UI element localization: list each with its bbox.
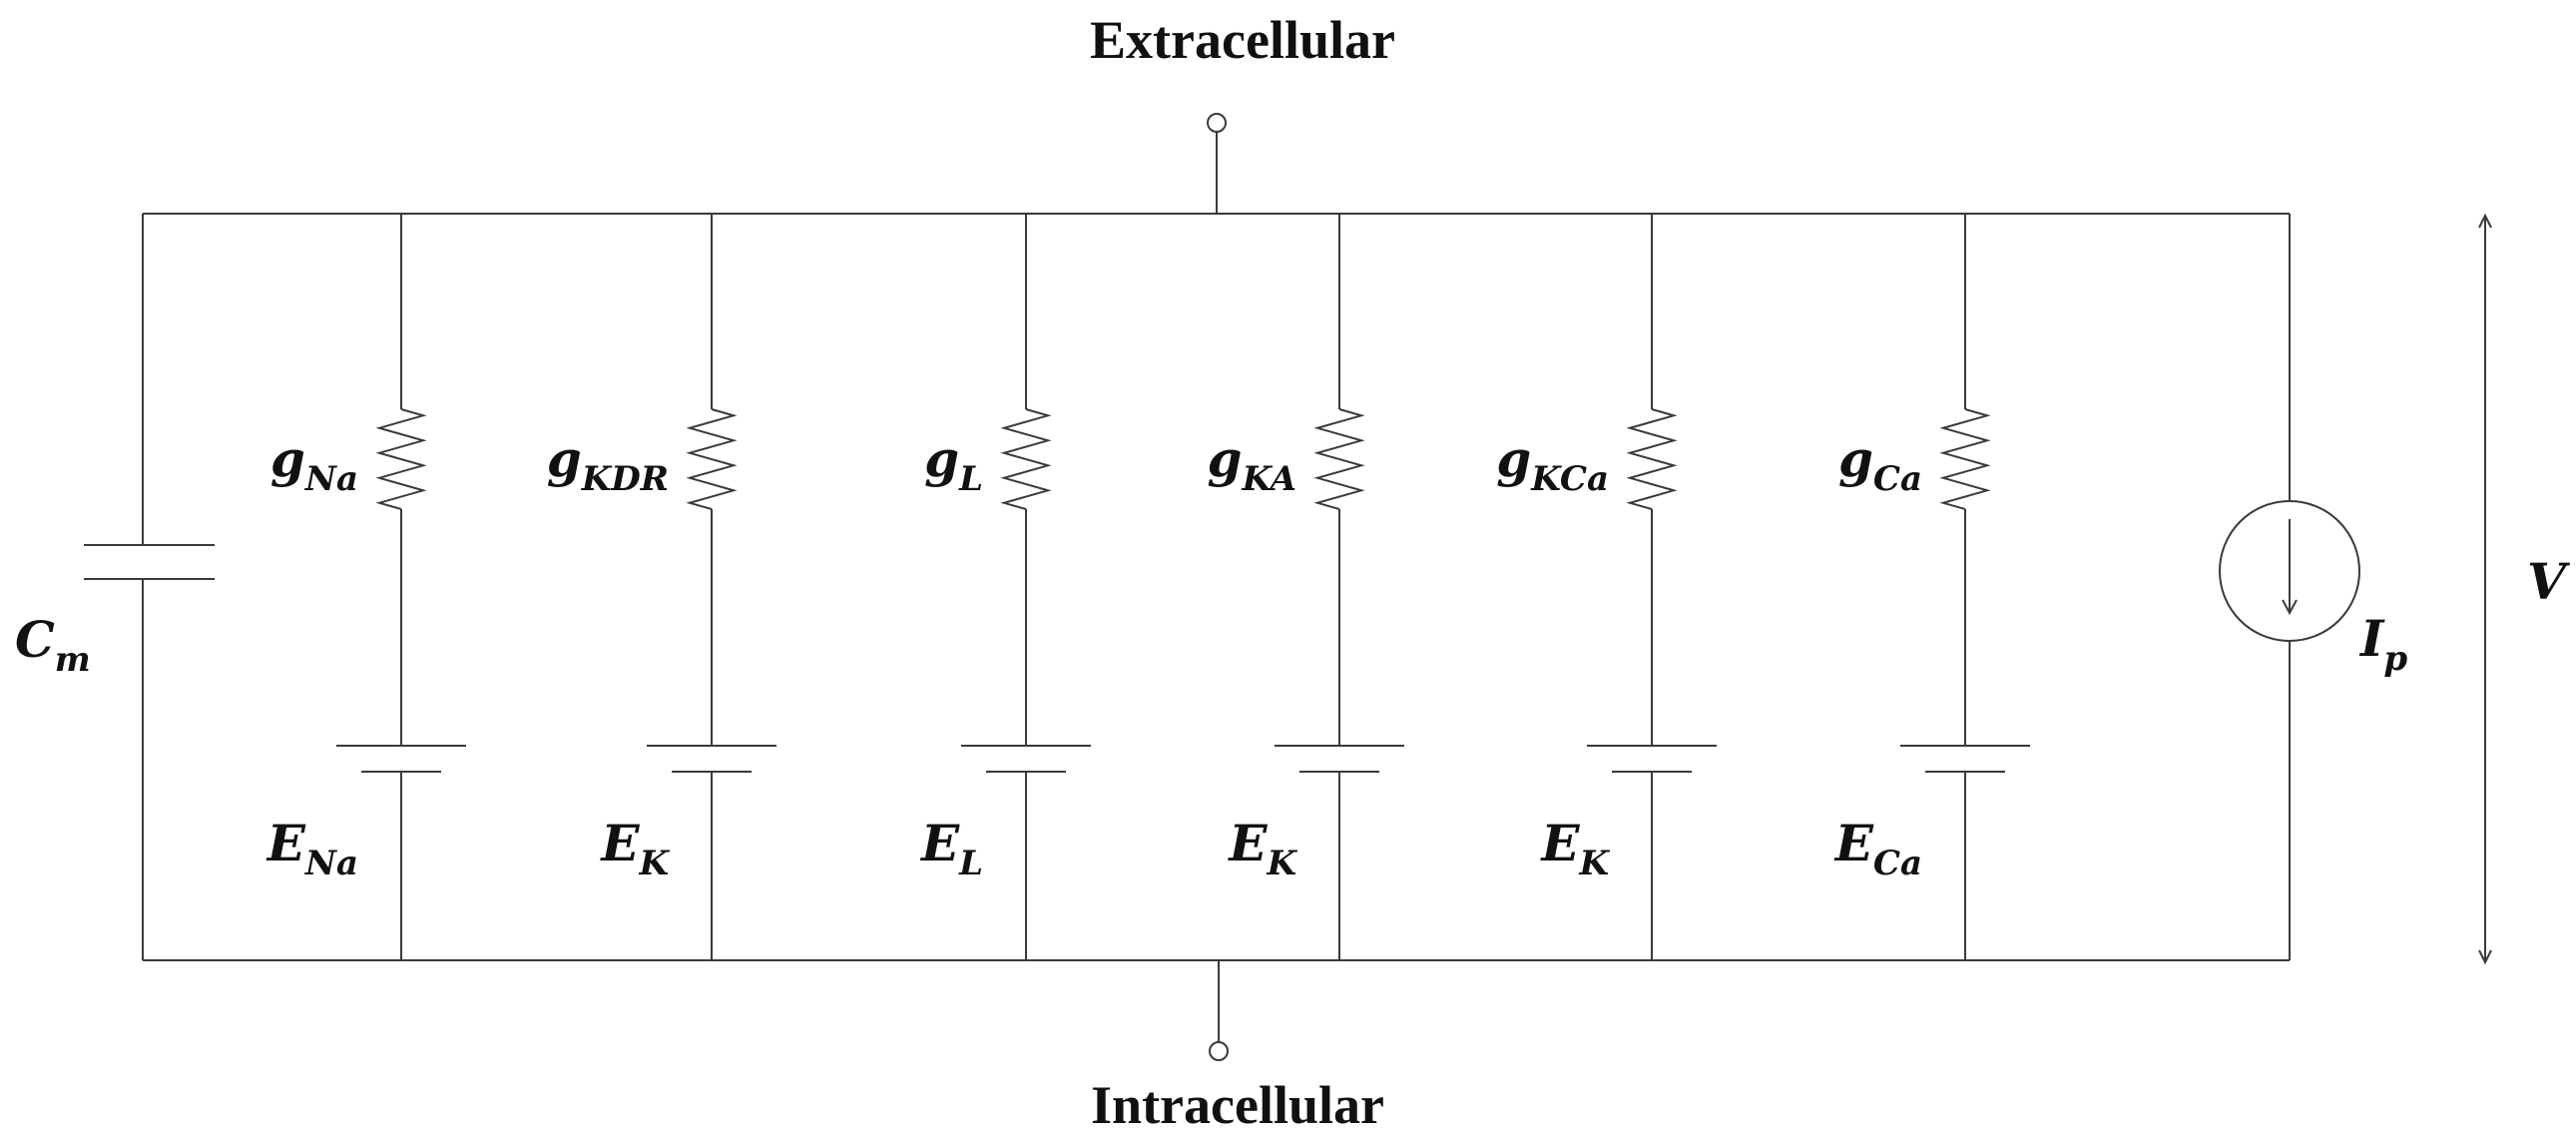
- intracellular-label: Intracellular: [1091, 1075, 1384, 1135]
- branch-6: [1900, 214, 2030, 960]
- branch-4: [1275, 214, 1404, 960]
- reversal-potential-label: EL: [919, 814, 983, 883]
- pump-current-label: Ip: [2358, 609, 2407, 679]
- resistor: [686, 408, 738, 510]
- conductance-label: gNa: [270, 429, 358, 499]
- branch-2: [647, 214, 776, 960]
- reversal-potential-label: EK: [1227, 814, 1297, 883]
- branch-5: [1587, 214, 1717, 960]
- conductance-label: gKDR: [547, 429, 669, 499]
- voltage-label: V: [2527, 552, 2571, 611]
- reversal-potential-label: ENa: [265, 814, 358, 883]
- extracellular-terminal: [1207, 113, 1227, 133]
- capacitor-label: Cm: [15, 610, 91, 680]
- resistor: [1000, 408, 1052, 510]
- resistor: [1313, 408, 1365, 510]
- extracellular-label: Extracellular: [1090, 10, 1395, 70]
- resistor: [1626, 408, 1678, 510]
- resistor: [375, 408, 427, 510]
- resistor: [1939, 408, 1991, 510]
- conductance-label: gCa: [1838, 429, 1922, 499]
- reversal-potential-label: EK: [599, 814, 670, 883]
- current-arrow-head: [2282, 599, 2298, 616]
- branch-1: [336, 214, 466, 960]
- voltage-arrow: [2478, 213, 2492, 965]
- conductance-label: gKCa: [1496, 429, 1609, 499]
- capacitor-branch: [84, 214, 215, 960]
- reversal-potential-label: EK: [1539, 814, 1610, 883]
- conductance-label: gL: [924, 429, 983, 499]
- reversal-potential-label: ECa: [1833, 814, 1922, 883]
- intracellular-terminal: [1209, 1041, 1229, 1061]
- branch-3: [961, 214, 1091, 960]
- conductance-label: gKA: [1207, 429, 1296, 499]
- current-source-branch: [2219, 214, 2360, 960]
